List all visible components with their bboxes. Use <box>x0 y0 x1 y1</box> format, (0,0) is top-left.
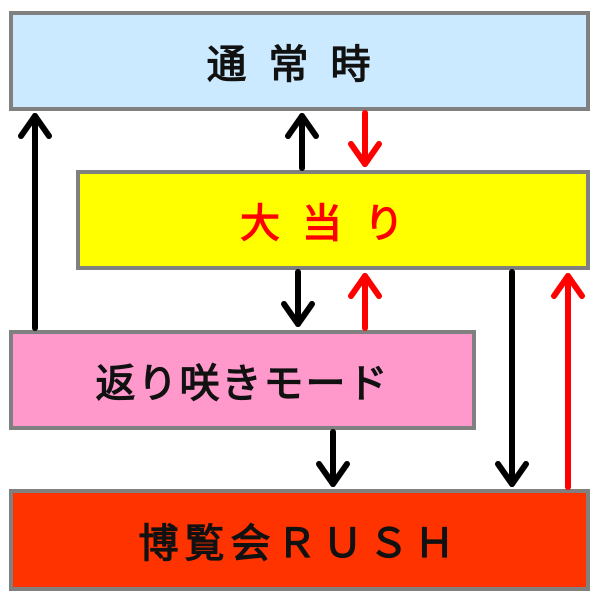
arrow-jackpot-to-rush <box>495 269 529 487</box>
arrow-jackpot-to-comeback <box>281 269 315 327</box>
arrow-comeback-to-rush <box>316 429 350 487</box>
node-normal-label: 通常時 <box>206 42 393 88</box>
node-jackpot: 大当り <box>76 170 590 270</box>
arrow-comeback-to-jackpot <box>348 273 382 331</box>
node-rush-label: 博覧会ＲＵＳＨ <box>138 521 461 567</box>
arrow-rush-to-jackpot <box>551 273 585 490</box>
node-comeback-mode: 返り咲きモード <box>9 330 476 430</box>
node-rush: 博覧会ＲＵＳＨ <box>9 489 590 591</box>
arrow-normal-to-jackpot <box>348 110 382 167</box>
node-comeback-label: 返り咲きモード <box>95 361 390 407</box>
arrow-comeback-to-normal <box>18 113 52 331</box>
node-normal: 通常時 <box>9 11 590 111</box>
arrow-jackpot-to-normal <box>285 113 319 171</box>
node-jackpot-label: 大当り <box>240 201 426 247</box>
